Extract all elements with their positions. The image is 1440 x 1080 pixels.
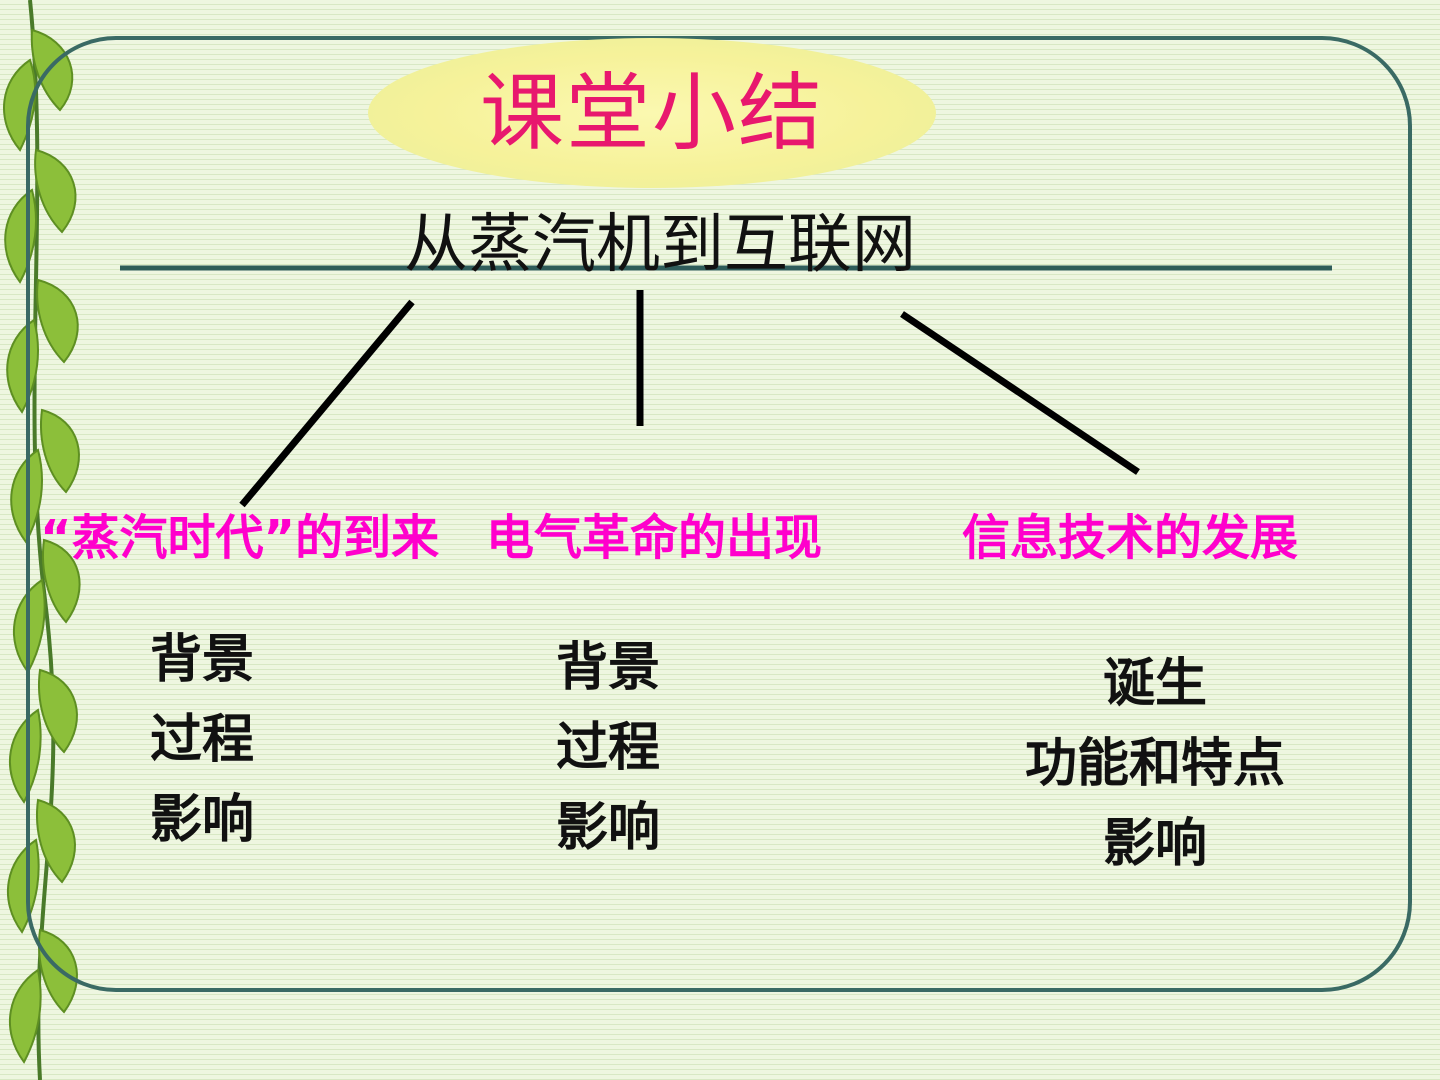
title-ellipse <box>368 38 936 188</box>
list-item: 影响 <box>1102 813 1207 874</box>
branch-title-information: 信息技术的发展 <box>962 510 1299 566</box>
slide-frame <box>26 36 1412 992</box>
list-item: 背景 <box>556 637 661 698</box>
list-item: 功能和特点 <box>1024 733 1285 794</box>
branch-items-information: 诞生 功能和特点 影响 <box>960 644 1350 884</box>
list-item: 影响 <box>556 797 661 858</box>
leaf-vine-icon <box>3 0 81 1080</box>
list-item: 影响 <box>150 789 255 850</box>
branch-title-steam: “蒸汽时代”的到来 <box>40 510 440 566</box>
connector-left <box>239 299 415 508</box>
main-heading: 从蒸汽机到互联网 <box>404 208 916 282</box>
branch-title-electric: 电气革命的出现 <box>486 510 823 566</box>
branch-items-steam: 背景 过程 影响 <box>150 620 254 860</box>
list-item: 过程 <box>150 709 255 770</box>
list-item: 诞生 <box>1102 653 1207 714</box>
list-item: 背景 <box>150 629 255 690</box>
slide-title: 课堂小结 <box>479 64 824 162</box>
branch-items-electric: 背景 过程 影响 <box>556 628 660 868</box>
list-item: 过程 <box>556 717 661 778</box>
connector-right <box>900 311 1140 475</box>
